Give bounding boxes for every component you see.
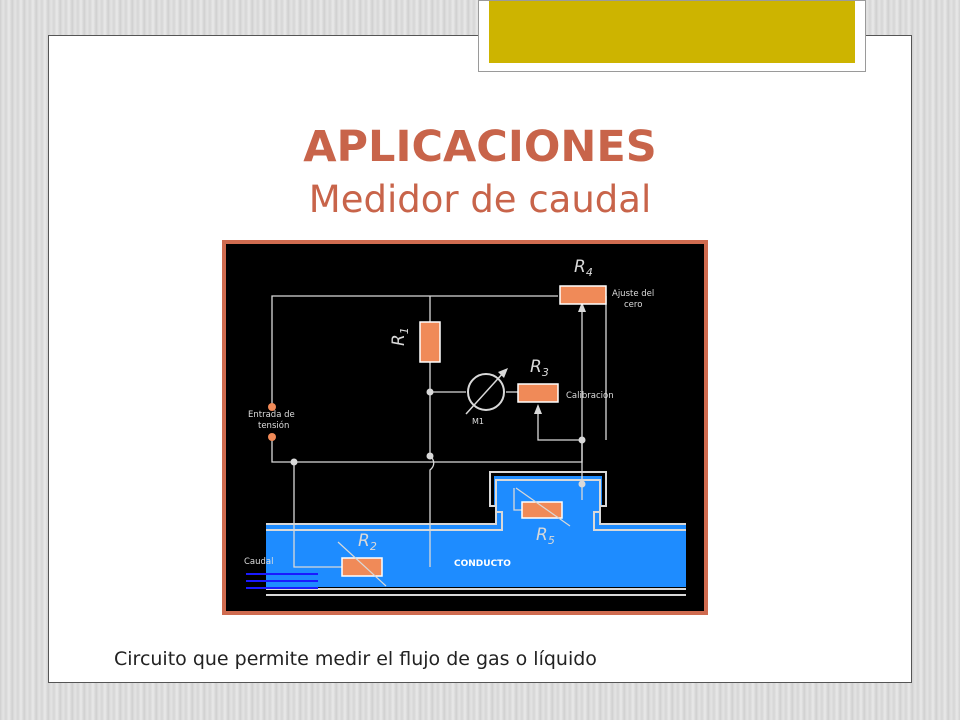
flow-arrows: [246, 573, 318, 589]
wire-top: [271, 295, 558, 407]
resistor-r4: [559, 285, 607, 305]
label-caudal: Caudal: [244, 557, 274, 567]
slide-caption: Circuito que permite medir el flujo de g…: [114, 648, 597, 670]
meter-needle: [465, 371, 505, 415]
wire-r5-left: [293, 462, 342, 568]
resistor-r1: [419, 321, 441, 363]
pipe-wall-top: [266, 471, 686, 525]
slide-subtitle: Medidor de caudal: [308, 178, 652, 221]
junction-dot: [578, 436, 586, 444]
label-r3: R3: [530, 357, 549, 379]
pipe-wall-inner: [266, 479, 686, 531]
junction-dot: [426, 388, 434, 396]
arrow-r3: [534, 404, 542, 414]
resistor-r3: [517, 383, 559, 403]
label-calibracion: Calibración: [566, 390, 614, 401]
terminal-dot: [268, 403, 276, 411]
junction-dot: [290, 458, 298, 466]
input-terminals: [268, 403, 276, 441]
meter-m1: [465, 368, 508, 415]
wire-left-down: [271, 437, 583, 463]
circuit-svg: R4 Ajuste del cero R1 R3 Calibración M1 …: [244, 257, 686, 596]
meter-arrowhead: [498, 368, 508, 378]
resistors: [337, 285, 607, 587]
thermistor-slash-r5: [515, 487, 571, 527]
label-m1: M1: [472, 417, 484, 426]
diagram-labels: R4 Ajuste del cero R1 R3 Calibración M1 …: [244, 257, 654, 569]
thermistor-slash-r2: [337, 541, 387, 587]
circuit-diagram: R4 Ajuste del cero R1 R3 Calibración M1 …: [222, 240, 708, 615]
label-r5: R5: [536, 525, 555, 547]
junction-dot: [578, 480, 586, 488]
junction-dot: [426, 452, 434, 460]
wire-r3-arrow: [537, 412, 582, 441]
label-conducto: CONDUCTO: [454, 559, 511, 569]
slide-title: APLICACIONES: [303, 122, 657, 172]
junctions: [290, 388, 586, 488]
pipe-body: [266, 476, 686, 587]
wires: [271, 295, 607, 568]
arrowheads: [534, 302, 586, 414]
arrow-r4: [578, 302, 586, 312]
accent-tab: [489, 1, 855, 63]
label-entrada-2: tensión: [258, 420, 289, 431]
accent-tab-frame: [478, 0, 866, 72]
resistor-r2: [341, 557, 383, 577]
label-entrada-1: Entrada de: [248, 410, 295, 420]
label-r4: R4: [574, 257, 593, 279]
label-ajuste-1: Ajuste del: [612, 289, 654, 299]
conduct-pipe: [266, 471, 686, 596]
meter-circle: [467, 373, 505, 411]
label-ajuste-2: cero: [624, 300, 642, 310]
label-r1: R1: [389, 327, 411, 346]
terminal-dot: [268, 433, 276, 441]
label-r2: R2: [358, 531, 377, 553]
